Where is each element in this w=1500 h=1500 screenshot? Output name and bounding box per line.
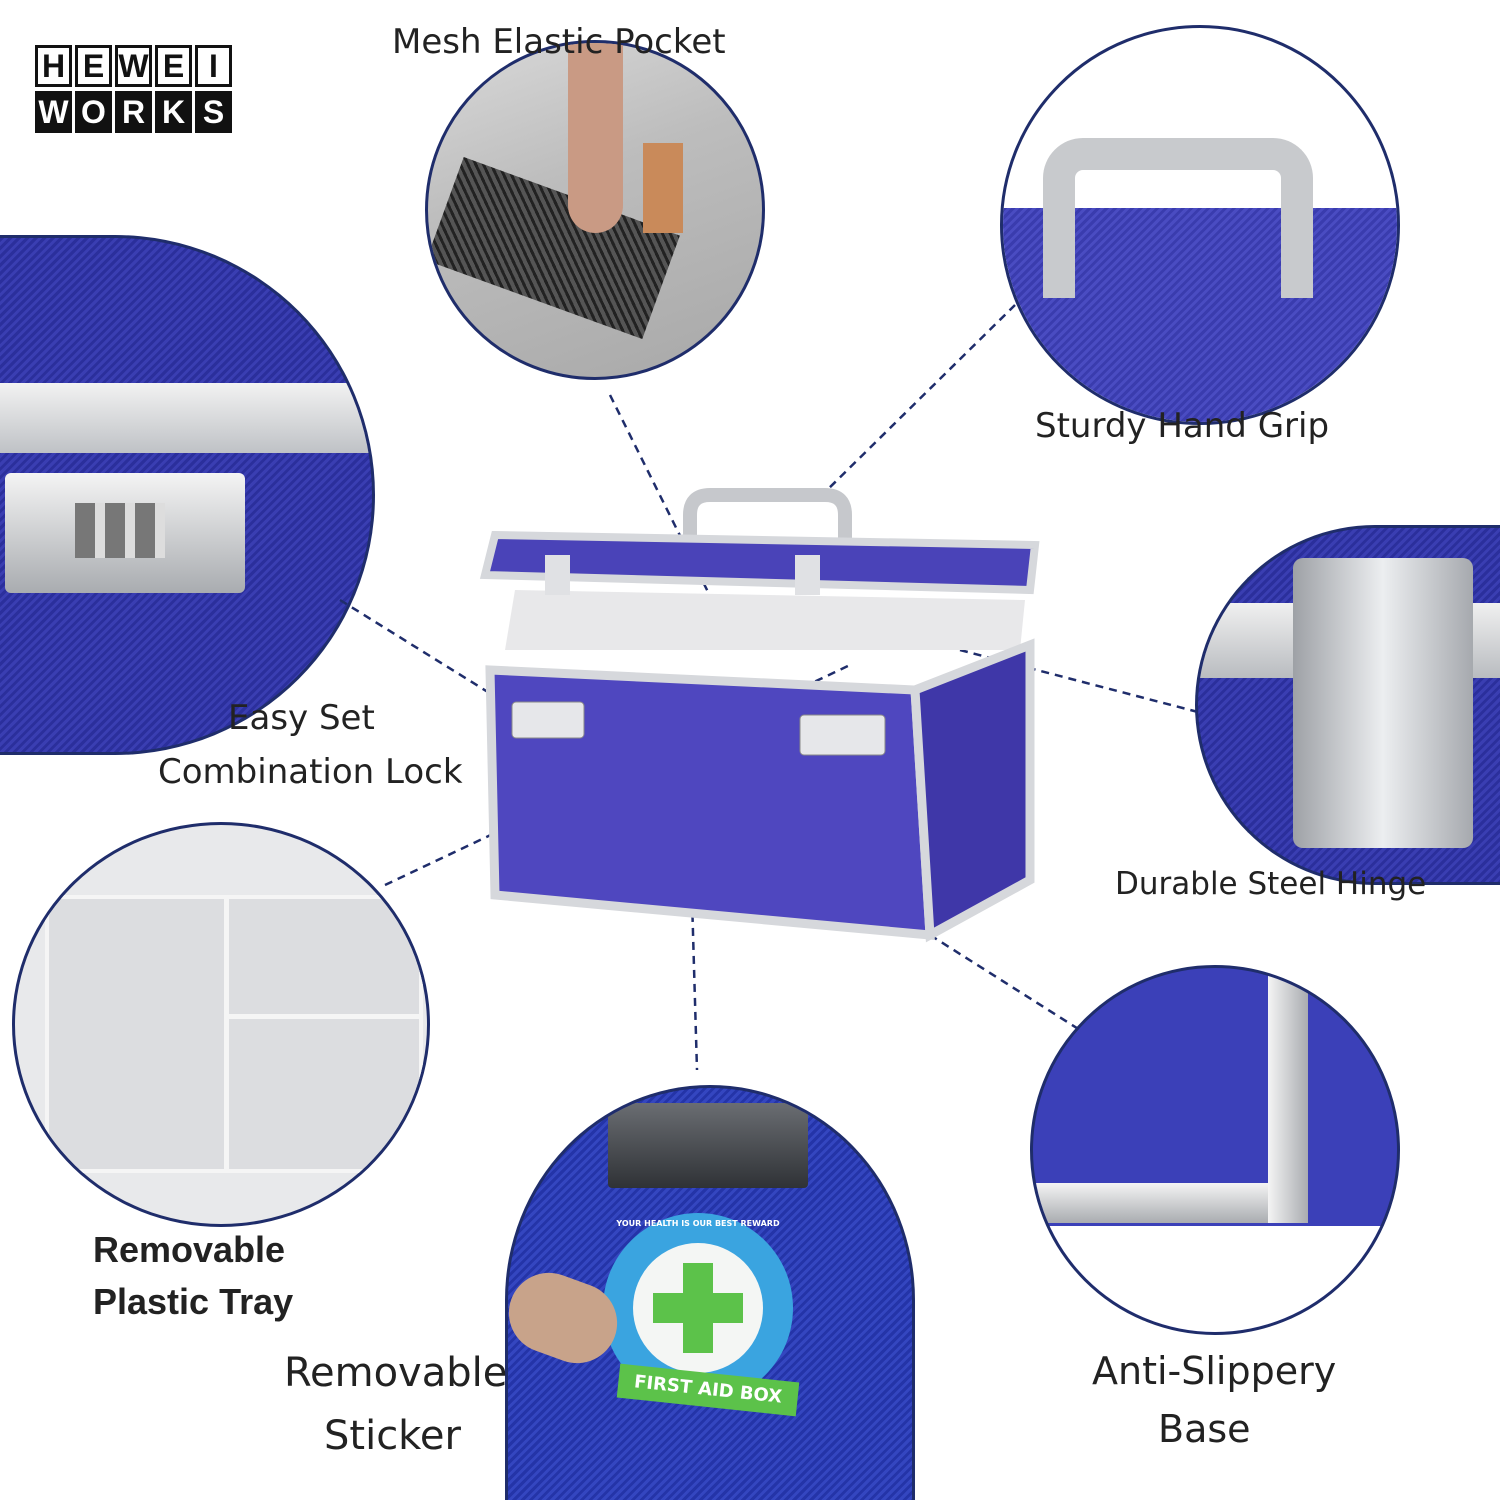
hand-grip-detail [1000,25,1400,425]
leader-line [929,933,1081,1032]
label-sticker-line2: Sticker [324,1413,461,1459]
sticker-inner [633,1243,763,1373]
hewei-works-logo: H E W E I W O R K S [35,45,235,137]
label-tray-line1: Removable [93,1229,286,1270]
aluminum-rail [0,383,372,453]
label-mesh-pocket: Mesh Elastic Pocket [392,22,726,62]
box-interior [505,590,1025,650]
box-lid [479,530,1040,595]
label-hand-grip: Sturdy Hand Grip [1035,406,1330,446]
logo-letter: E [75,45,112,87]
lock-plate [608,1103,808,1188]
lock-right [799,714,886,756]
label-lock-line2: Combination Lock [158,752,463,792]
leader-line [688,829,699,1071]
logo-letter: W [35,91,72,133]
box-handle [683,488,852,545]
leader-line [339,598,521,714]
label-tray-line2: Plastic Tray [93,1281,294,1322]
logo-letter: K [155,91,192,133]
label-sticker-line1: Removable [284,1350,508,1396]
green-cross-icon [653,1293,743,1323]
aluminum-edge [1033,1183,1303,1223]
logo-top-row: H E W E I [35,45,235,87]
aluminum-edge [1268,968,1308,1223]
lock-left [511,701,585,739]
logo-letter: O [75,91,112,133]
sticker-detail: YOUR HEALTH IS OUR BEST REWARD FIRST AID… [505,1085,915,1500]
logo-letter: R [115,91,152,133]
label-hinge: Durable Steel Hinge [1115,866,1427,902]
sticker-ring-text: YOUR HEALTH IS OUR BEST REWARD [616,1219,780,1228]
label-base-line1: Anti-Slippery [1092,1349,1337,1393]
lock-dials-icon [75,503,165,558]
label-lock-line1: Easy Set [228,698,375,738]
tray-compartment [225,1015,423,1173]
label-base-line2: Base [1158,1407,1251,1451]
brand-tag [643,143,683,233]
logo-letter: I [195,45,232,87]
logo-letter: H [35,45,72,87]
handle-icon [1043,138,1313,298]
steel-hinge-detail [1195,525,1500,885]
anti-slippery-base-detail [1030,965,1400,1335]
mesh-pocket-detail [425,40,765,380]
first-aid-box [479,488,1040,943]
box-side [910,638,1035,943]
hinge-icon [1293,558,1473,848]
leader-line [819,304,1016,498]
logo-letter: W [115,45,152,87]
under-base [1033,1226,1397,1332]
logo-letter: E [155,45,192,87]
latch-left [545,555,570,595]
plastic-tray-detail [12,822,430,1227]
logo-letter: S [195,91,232,133]
latch-right [795,555,820,595]
tray-compartment [225,895,423,1018]
logo-bottom-row: W O R K S [35,91,235,133]
finger [568,43,623,233]
